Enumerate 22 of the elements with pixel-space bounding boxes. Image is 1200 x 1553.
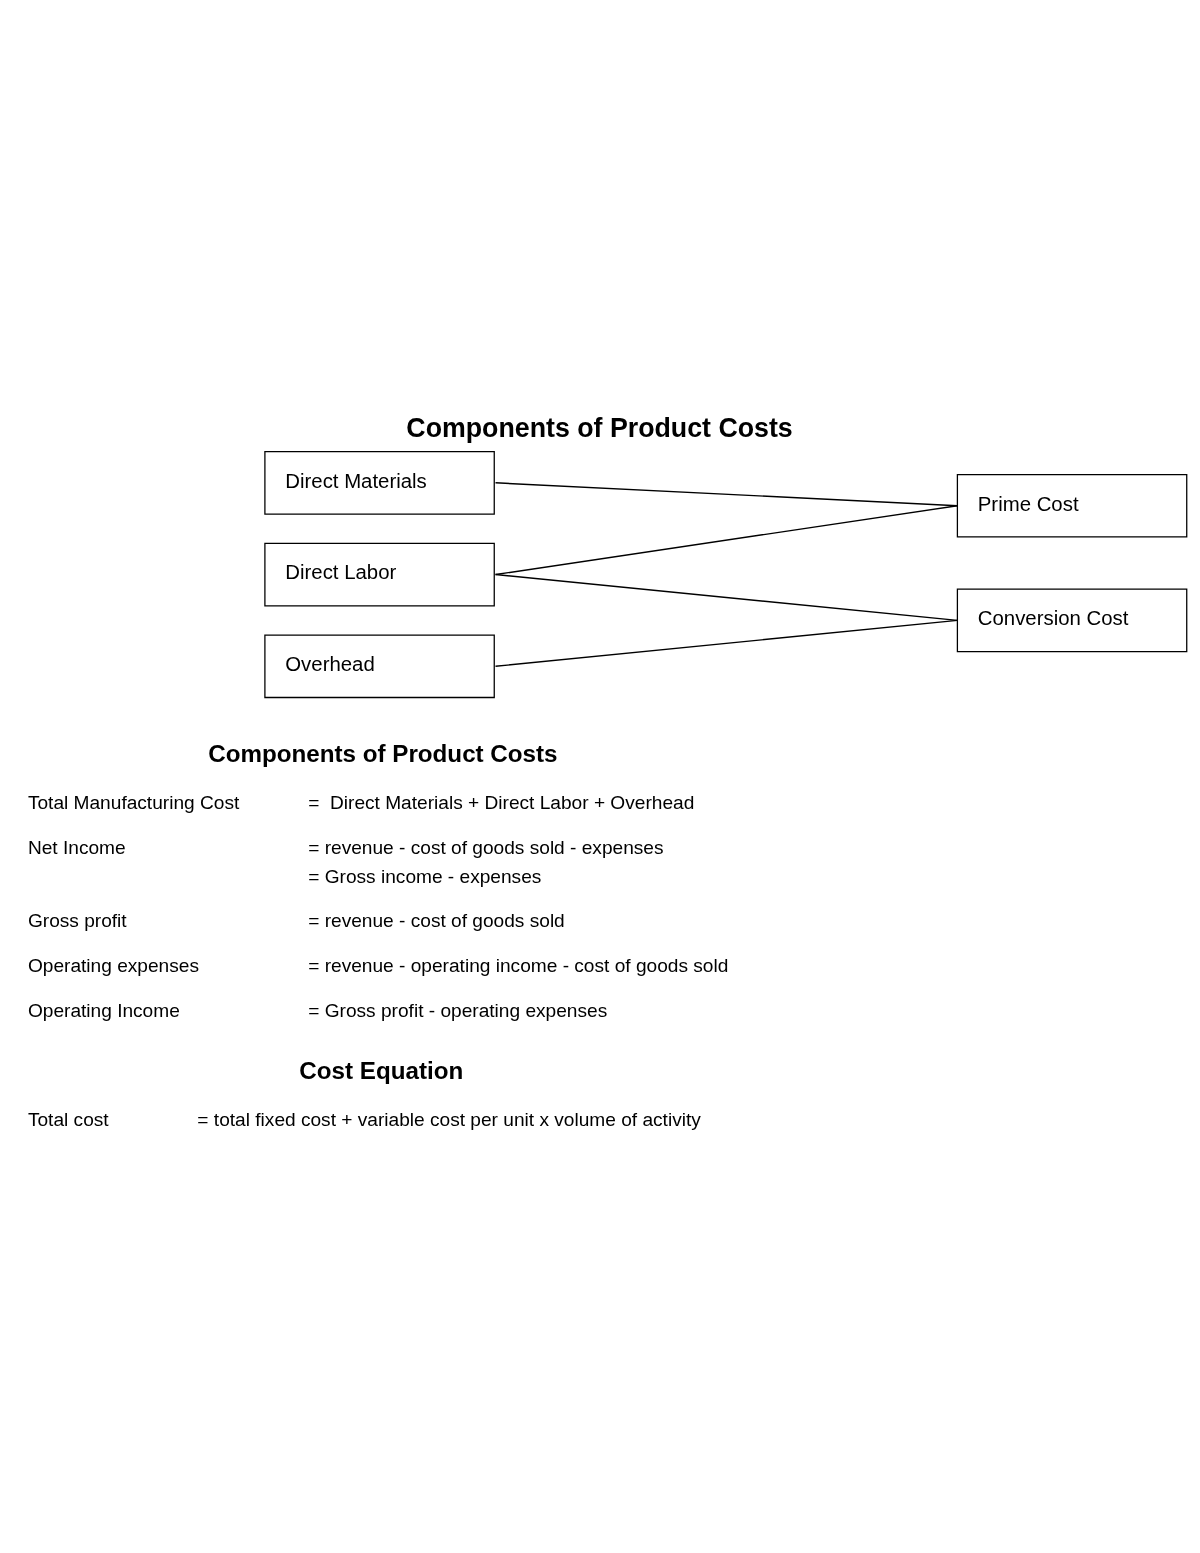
node-box: Prime Cost bbox=[956, 473, 1188, 538]
label: = Gross income - expenses bbox=[308, 865, 542, 887]
label: Components of Product Costs bbox=[208, 740, 558, 768]
node-box: Overhead bbox=[264, 634, 495, 699]
diagram-title: Components of Product Costs bbox=[406, 413, 793, 444]
label: Gross profit bbox=[27, 910, 127, 932]
label: Operating Income bbox=[27, 999, 180, 1021]
node-box: Direct Materials bbox=[264, 450, 495, 515]
label: = total fixed cost + variable cost per unit x volume of activity bbox=[197, 1109, 701, 1131]
label: = revenue - operating income - cost of goods sold bbox=[308, 955, 729, 977]
connector bbox=[494, 619, 959, 667]
label: Total cost bbox=[27, 1109, 109, 1131]
label: = Gross profit - operating expenses bbox=[308, 999, 608, 1021]
label: = revenue - cost of goods sold bbox=[308, 910, 565, 932]
node-box: Direct Labor bbox=[264, 542, 495, 607]
label: Total Manufacturing Cost bbox=[27, 791, 240, 813]
label: Net Income bbox=[27, 836, 126, 858]
label: = Direct Materials + Direct Labor + Overhead bbox=[308, 791, 695, 813]
label: = revenue - cost of goods sold - expenses bbox=[308, 836, 664, 858]
label: Cost Equation bbox=[299, 1057, 464, 1085]
node-box: Conversion Cost bbox=[956, 588, 1188, 653]
label: Operating expenses bbox=[27, 955, 199, 977]
